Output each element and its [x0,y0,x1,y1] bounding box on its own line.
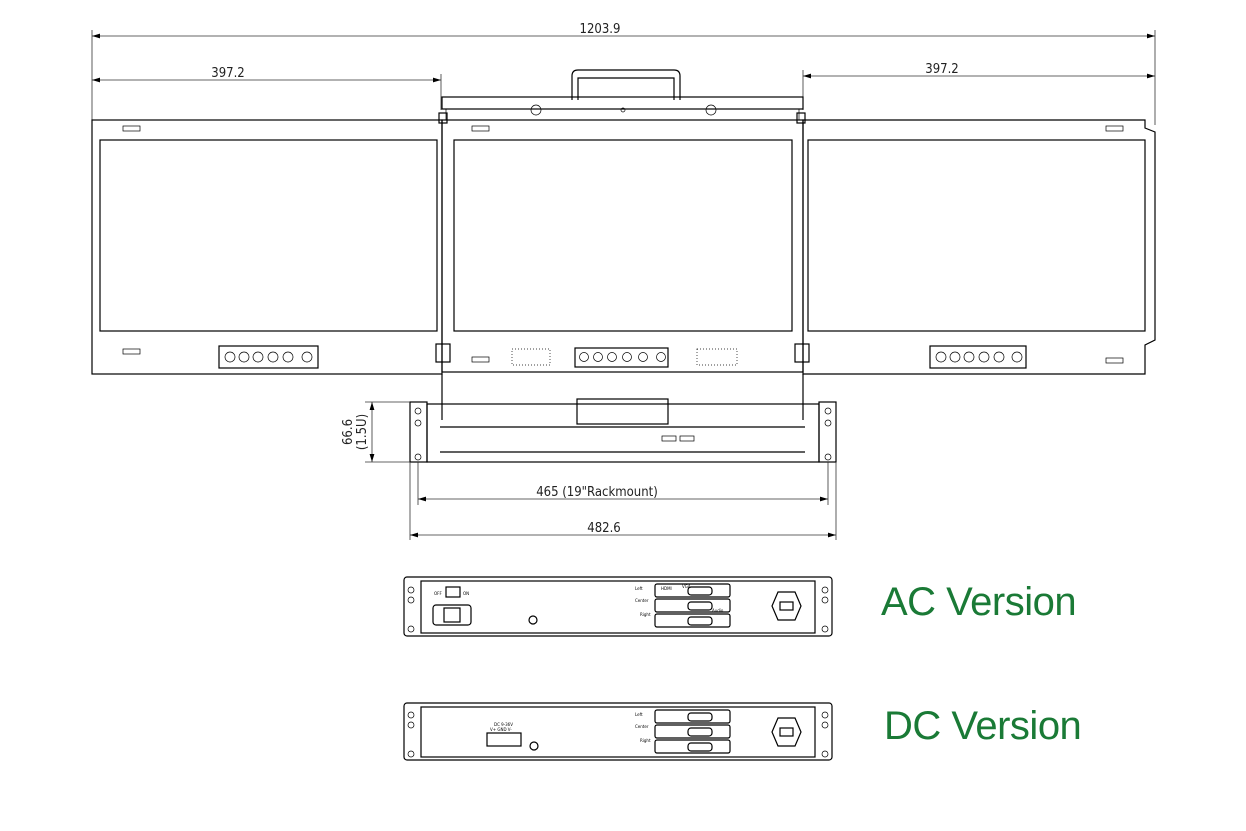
dimension-rack-inner: 465 (19"Rackmount) [417,462,829,505]
dimension-left-wing: 397.2 [92,66,442,110]
svg-text:Left: Left [635,586,643,591]
dc-version-label: DC Version [884,704,1082,748]
rack-outer-label: 482.6 [587,521,620,536]
ac-power-inlet [432,604,472,626]
svg-text:Right: Right [640,612,651,617]
handle [571,69,681,100]
power-switch [445,586,461,598]
usb-port [771,591,802,621]
svg-text:Center: Center [635,598,649,603]
svg-text:OFF: OFF [434,591,442,596]
dimension-right-wing: 397.2 [802,62,1155,110]
left-screen [99,139,438,332]
rack-chassis [409,374,837,463]
ac-rear-panel: OFF ON Left Center Right HDMI VGA Audio [403,576,833,637]
dc-terminal-block [486,732,522,747]
center-top-bar [441,96,804,121]
left-monitor [91,119,443,375]
svg-text:Left: Left [635,712,643,717]
dc-rear-panel: DC 9-36V V+ GND V- Left Center Right [403,702,833,761]
center-osd-buttons [574,347,669,368]
svg-text:VGA: VGA [682,584,691,589]
svg-text:Audio: Audio [712,608,724,613]
ac-version-label: AC Version [881,580,1077,624]
dimension-overall-width: 1203.9 [91,22,1156,125]
center-screen [453,139,793,332]
right-wing-label: 397.2 [925,62,958,77]
right-screen [807,139,1146,332]
left-wing-label: 397.2 [211,66,244,81]
left-osd-buttons [218,345,319,369]
svg-text:ON: ON [463,591,469,596]
dimension-rack-outer: 482.6 [409,462,837,540]
dimension-height: 66.6 (1.5U) [341,401,410,463]
svg-text:Center: Center [635,724,649,729]
height-label: 66.6 [341,419,356,445]
svg-text:V+ GND V-: V+ GND V- [490,727,512,732]
svg-text:DC 9-36V: DC 9-36V [494,722,513,727]
svg-text:Right: Right [640,738,651,743]
svg-text:HDMI: HDMI [661,586,672,591]
usb-port [771,717,802,747]
rack-inner-label: 465 (19"Rackmount) [536,485,658,500]
overall-width-label: 1203.9 [580,22,621,37]
right-osd-buttons [929,345,1027,369]
right-monitor [802,119,1156,375]
height-units-label: (1.5U) [355,414,370,450]
center-monitor [435,112,810,373]
